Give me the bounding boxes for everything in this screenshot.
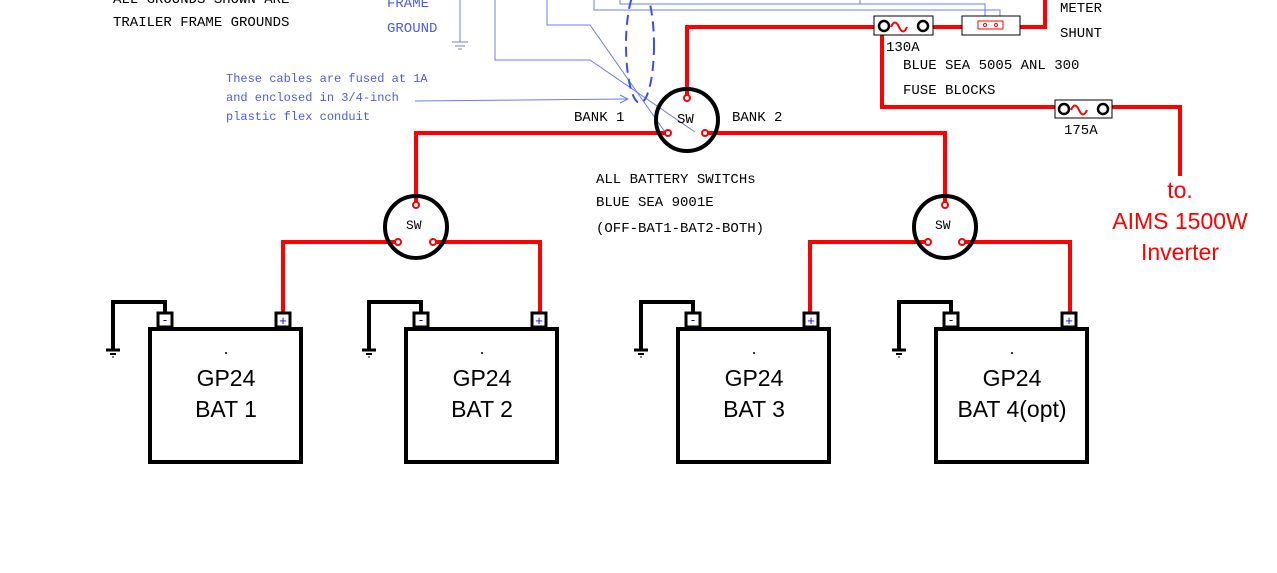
bank1-switch: SW [383, 194, 449, 260]
inverter-label: Inverter [1141, 239, 1219, 265]
ground-icon [634, 348, 648, 358]
battery-type: GP24 [983, 365, 1042, 391]
frame-label: FRAME [387, 0, 429, 12]
battery-case [934, 327, 1089, 464]
negative-terminal [156, 311, 174, 329]
negative-sign: - [163, 312, 167, 327]
main-battery-switch [654, 87, 720, 153]
battery-type: GP24 [725, 365, 784, 391]
ground-label: GROUND [387, 21, 437, 37]
conduit-note-3: plastic flex conduit [226, 110, 370, 124]
positive-terminal [274, 311, 292, 329]
positive-sign: + [1065, 313, 1073, 328]
switch-note-2: BLUE SEA 9001E [596, 195, 714, 211]
positive-terminal [802, 311, 820, 329]
positive-terminal [1060, 311, 1078, 329]
ground-icon [892, 348, 906, 358]
main-switch-label: SW [677, 112, 694, 128]
inverter-to: to. [1167, 177, 1193, 203]
battery-type: GP24 [197, 365, 256, 391]
ground-wire [111, 300, 167, 350]
positive-terminal [530, 311, 548, 329]
battery-name: BAT 2 [451, 396, 513, 422]
battery-dot [481, 352, 483, 354]
conduit-outline [625, 0, 655, 104]
battery-dot [225, 352, 227, 354]
fuse-note-1: BLUE SEA 5005 ANL 300 [903, 58, 1079, 74]
negative-sign: - [949, 312, 953, 327]
battery-case [404, 327, 559, 464]
trailer-frame-note: TRAILER FRAME GROUNDS [113, 15, 289, 31]
fuse-note-2: FUSE BLOCKS [903, 83, 995, 99]
negative-sign: - [691, 312, 695, 327]
meter-shunt [961, 15, 1021, 36]
fuse-175a [1054, 99, 1113, 119]
bank1-label: BANK 1 [574, 110, 624, 126]
ground-icon [106, 348, 120, 358]
positive-sign: + [279, 313, 287, 328]
grounds-note-partial: ALL GROUNDS SHOWN ARE [113, 0, 289, 8]
switch-note-3: (OFF-BAT1-BAT2-BOTH) [596, 221, 764, 237]
ground-icon [362, 348, 376, 358]
shunt-label-2: SHUNT [1060, 26, 1102, 42]
fuse-130a-label: 130A [886, 40, 920, 56]
bank2-switch-label: SW [935, 218, 951, 233]
switch-note-1: ALL BATTERY SWITCHs [596, 172, 756, 188]
positive-sign: + [535, 313, 543, 328]
fuse-130a [873, 15, 934, 36]
battery-dot [753, 352, 755, 354]
bank2-label: BANK 2 [732, 110, 782, 126]
battery-name: BAT 3 [723, 396, 785, 422]
positive-sign: + [807, 313, 815, 328]
negative-terminal [942, 311, 960, 329]
negative-terminal [412, 311, 430, 329]
negative-sign: - [419, 312, 423, 327]
bank2-switch: SW [912, 194, 978, 260]
negative-terminal [684, 311, 702, 329]
ground-wire [639, 300, 695, 350]
battery-case [676, 327, 831, 464]
battery-name: BAT 1 [195, 396, 257, 422]
ground-wire [367, 300, 423, 350]
battery-name: BAT 4(opt) [957, 396, 1066, 422]
battery-case [148, 327, 303, 464]
frame-ground-icon [452, 0, 468, 50]
ground-wire [897, 300, 953, 350]
conduit-note-2: and enclosed in 3/4-inch [226, 91, 399, 105]
battery-dot [1011, 352, 1013, 354]
shunt-label-1: METER [1060, 1, 1103, 17]
inverter-model: AIMS 1500W [1112, 208, 1248, 234]
conduit-note-1: These cables are fused at 1A [226, 72, 428, 86]
positive-wiring [281, 0, 1182, 312]
fuse-175a-label: 175A [1064, 123, 1098, 139]
bank1-switch-label: SW [406, 218, 422, 233]
battery-type: GP24 [453, 365, 512, 391]
